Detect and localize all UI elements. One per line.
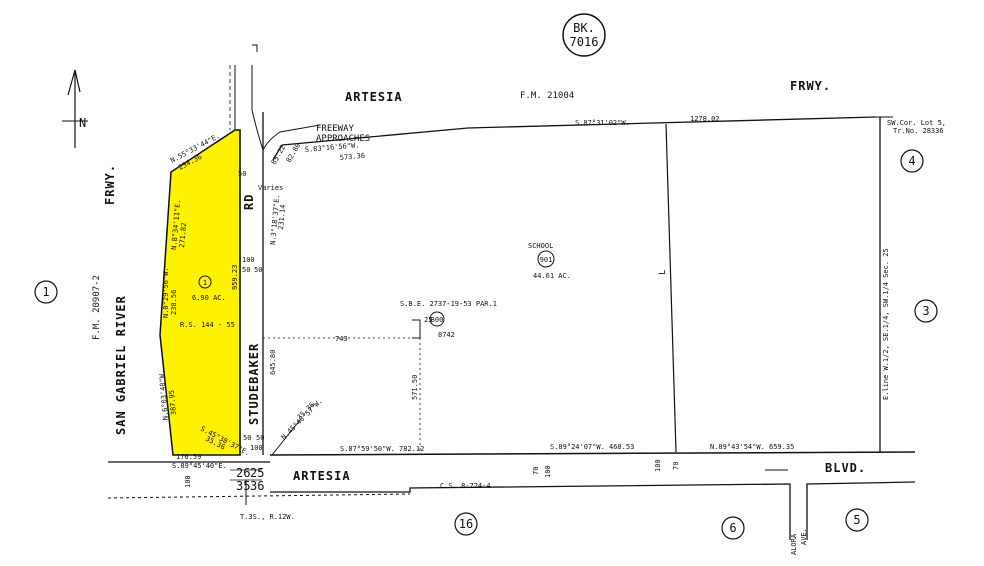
dim-100c: 100 [544, 465, 552, 478]
page-ref-5-label: 5 [853, 513, 860, 527]
page-ref-3[interactable]: 3 [914, 299, 938, 323]
street-rd: RD [242, 194, 256, 210]
val-571: 571.50 [411, 375, 419, 400]
dim-100d: 100 [654, 459, 662, 472]
school-number: 901 [540, 256, 553, 264]
bearing-top-dist: 1278.02 [690, 115, 720, 123]
bearing-bottom-1: S.87°59'50"W. 782.12 [340, 445, 424, 453]
school-area: 44.61 AC. [533, 272, 571, 280]
street-blvd: BLVD. [825, 461, 866, 475]
freeway-approaches-2: APPROACHES [316, 134, 370, 144]
sbe-labels: S.B.E. 2737-19-53 PAR.1 800 8742 [400, 300, 497, 339]
page-ref-6[interactable]: 6 [721, 516, 745, 540]
street-san-gabriel-river: SAN GABRIEL RIVER [114, 295, 128, 435]
section-25: 25 [250, 466, 264, 480]
book-number: 7016 [570, 35, 599, 49]
sbe-value: 8742 [438, 331, 455, 339]
road-dist: 231.14 [277, 204, 287, 230]
dim-100e: 100 [184, 475, 192, 488]
dim-70: 70 [532, 467, 540, 475]
book-badge: BK. 7016 [562, 13, 606, 57]
street-frwy-top: FRWY. [790, 79, 831, 93]
street-artesia-top: ARTESIA [345, 90, 403, 104]
page-ref-3-label: 3 [922, 304, 929, 318]
dim-70b: 70 [672, 462, 680, 470]
street-alora-1: ALORA [790, 533, 798, 555]
section-35: 35 [236, 479, 250, 493]
north-arrow-icon: N [62, 69, 88, 148]
dim-50c: 50 [254, 266, 262, 274]
fm-left: F.M. 20907-2 [92, 275, 102, 340]
swcor-1: SW.Cor. Lot 5, [887, 119, 946, 127]
bearing-top-main: S.87°31'02"W. [575, 119, 630, 127]
section-36: 36 [250, 479, 264, 493]
parcel-1-number: 1 [203, 279, 207, 287]
yellow-upper-dist: 271.82 [178, 222, 188, 248]
page-ref-4-label: 4 [908, 154, 915, 168]
yellow-right-dist: 959.23 [231, 265, 239, 290]
dimension-labels: 50 100 50 50 50 50 100 25 26 25 35 36 70… [184, 170, 680, 493]
parcel-1-area: 6.90 AC. [192, 294, 226, 302]
yellow-mid-bearing: N.0°29'56"W. [162, 267, 170, 318]
bearing-labels: S.87°31'02"W. 1278.02 S.83°16'56"W. 573.… [158, 115, 946, 470]
swcor-2: Tr.No. 28336 [893, 127, 944, 135]
school-labels: SCHOOL 901 44.61 AC. [528, 242, 571, 280]
dim-50b: 50 [242, 266, 250, 274]
parcel-1-labels: 1 6.90 AC. R.S. 144 - 55 [180, 275, 235, 329]
val-743: 743 [335, 335, 348, 343]
bearing-approach-dist: 573.36 [339, 152, 365, 162]
freeway-approaches-1: FREEWAY [316, 124, 355, 134]
dim-50a: 50 [238, 170, 246, 178]
township-label: T.3S., R.12W. [240, 513, 295, 521]
page-ref-6-label: 6 [729, 521, 736, 535]
street-alora-2: AVE. [800, 528, 808, 545]
yellow-bottom-bearing: S.89°45'40"E. [172, 462, 227, 470]
section-26: 26 [236, 466, 250, 480]
page-ref-4[interactable]: 4 [900, 149, 924, 173]
street-artesia-bottom: ARTESIA [293, 469, 351, 483]
dim-L: L [658, 270, 668, 275]
road-lines [107, 44, 916, 540]
north-label: N [79, 116, 86, 130]
bearing-bottom-3: N.89°43'54"W. 659.35 [710, 443, 794, 451]
dim-100b: 100 [250, 444, 263, 452]
dim-50d: 50 [243, 434, 251, 442]
dim-100a: 100 [242, 256, 255, 264]
eline-label: E.line W.1/2, SE.1/4, SW.1/4 Sec. 25 [882, 248, 890, 400]
street-studebaker: STUDEBAKER [247, 343, 261, 425]
parcel-1-rs: R.S. 144 - 55 [180, 321, 235, 329]
page-ref-16-label: 16 [459, 517, 473, 531]
book-label: BK. [573, 21, 595, 35]
val-645: 645.80 [269, 350, 277, 375]
yellow-bottom-dist: 176.59 [176, 453, 201, 461]
sbe-label: S.B.E. 2737-19-53 PAR.1 [400, 300, 497, 308]
page-ref-16[interactable]: 16 [454, 512, 478, 536]
page-ref-5[interactable]: 5 [845, 508, 869, 532]
page-ref-1-label: 1 [42, 285, 49, 299]
street-frwy-left: FRWY. [103, 164, 117, 205]
yellow-mid-dist: 238.56 [170, 290, 178, 315]
sbe-number: 800 [431, 316, 444, 324]
bearing-bottom-2: S.89°24'07"W. 468.53 [550, 443, 634, 451]
fm-top: F.M. 21004 [520, 91, 574, 101]
cs-label: C.S. 8-724-4 [440, 482, 491, 490]
dim-50e: 50 [256, 434, 264, 442]
school-label: SCHOOL [528, 242, 553, 250]
yellow-low-dist: 387.95 [168, 390, 178, 416]
dim-25: 25 [424, 316, 432, 324]
varies-label: Varies [258, 184, 283, 192]
val-8522: 85.22 [270, 144, 287, 166]
page-ref-1[interactable]: 1 [34, 280, 58, 304]
